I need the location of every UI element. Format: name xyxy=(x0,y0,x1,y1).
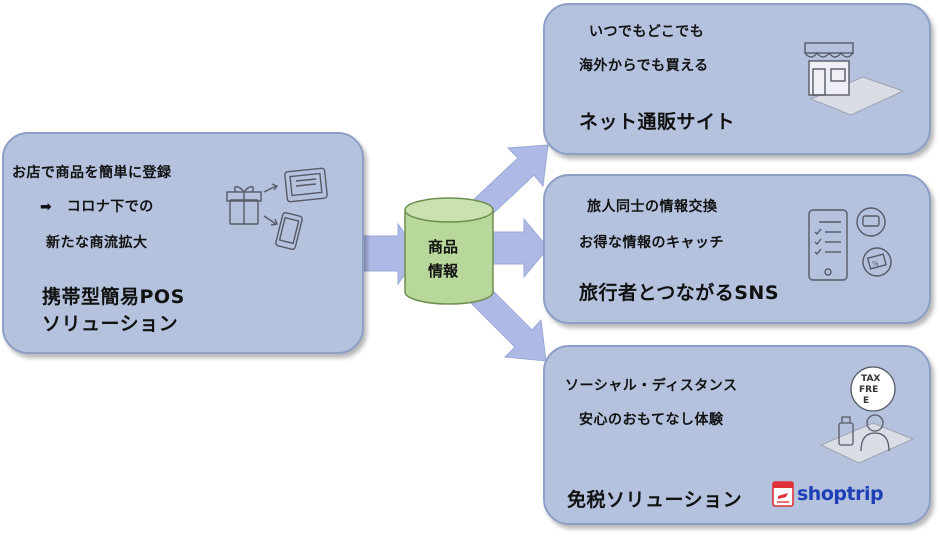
pos-line-3: 新たな商流拡大 xyxy=(46,235,148,251)
pos-line-2: ➡ コロナ下での xyxy=(40,199,154,215)
tax-free-box: ソーシャル・ディスタンス 安心のおもてなし体験 免税ソリューション TAX FR… xyxy=(543,345,931,525)
net-title: ネット通販サイト xyxy=(579,111,736,133)
pos-title-2: ソリューション xyxy=(42,313,179,335)
tax-line-2: 安心のおもてなし体験 xyxy=(579,412,724,428)
pos-solution-box: お店で商品を簡単に登録 ➡ コロナ下での 新たな商流拡大 携帯型簡易POS ソリ… xyxy=(2,132,364,354)
sns-title: 旅行者とつながるSNS xyxy=(579,282,780,304)
gift-to-devices-icon xyxy=(226,167,328,250)
traveler-sns-box: 旅人同士の情報交換 お得な情報のキャッチ 旅行者とつながるSNS % xyxy=(543,174,931,324)
pos-line-1: お店で商品を簡単に登録 xyxy=(12,165,172,181)
shoptrip-logo-text: shoptrip xyxy=(797,483,884,505)
center-label-1: 商品 xyxy=(428,238,459,256)
net-line-2: 海外からでも買える xyxy=(579,58,709,74)
pos-title-1: 携帯型簡易POS xyxy=(42,286,185,308)
sns-line-2: お得な情報のキャッチ xyxy=(579,235,724,251)
svg-text:E: E xyxy=(863,396,869,406)
arrow-info-to-sns xyxy=(489,217,549,279)
product-info-cylinder xyxy=(404,197,494,305)
phone-checklist-icon: % xyxy=(808,207,892,281)
storefront-icon xyxy=(804,42,905,116)
tax-title: 免税ソリューション xyxy=(567,489,743,511)
shoptrip-logo-icon xyxy=(772,481,794,507)
svg-text:FRE: FRE xyxy=(859,385,878,395)
tax-line-1: ソーシャル・ディスタンス xyxy=(565,378,738,394)
sns-line-1: 旅人同士の情報交換 xyxy=(587,199,718,215)
center-label-2: 情報 xyxy=(428,262,459,280)
net-shop-box: いつでもどこでも 海外からでも買える ネット通販サイト xyxy=(543,3,931,155)
svg-text:TAX: TAX xyxy=(861,374,880,384)
svg-text:%: % xyxy=(872,260,879,268)
net-line-1: いつでもどこでも xyxy=(589,24,705,40)
arrow-info-to-tax xyxy=(467,283,547,362)
tax-free-icon: TAX FRE E xyxy=(819,366,915,464)
